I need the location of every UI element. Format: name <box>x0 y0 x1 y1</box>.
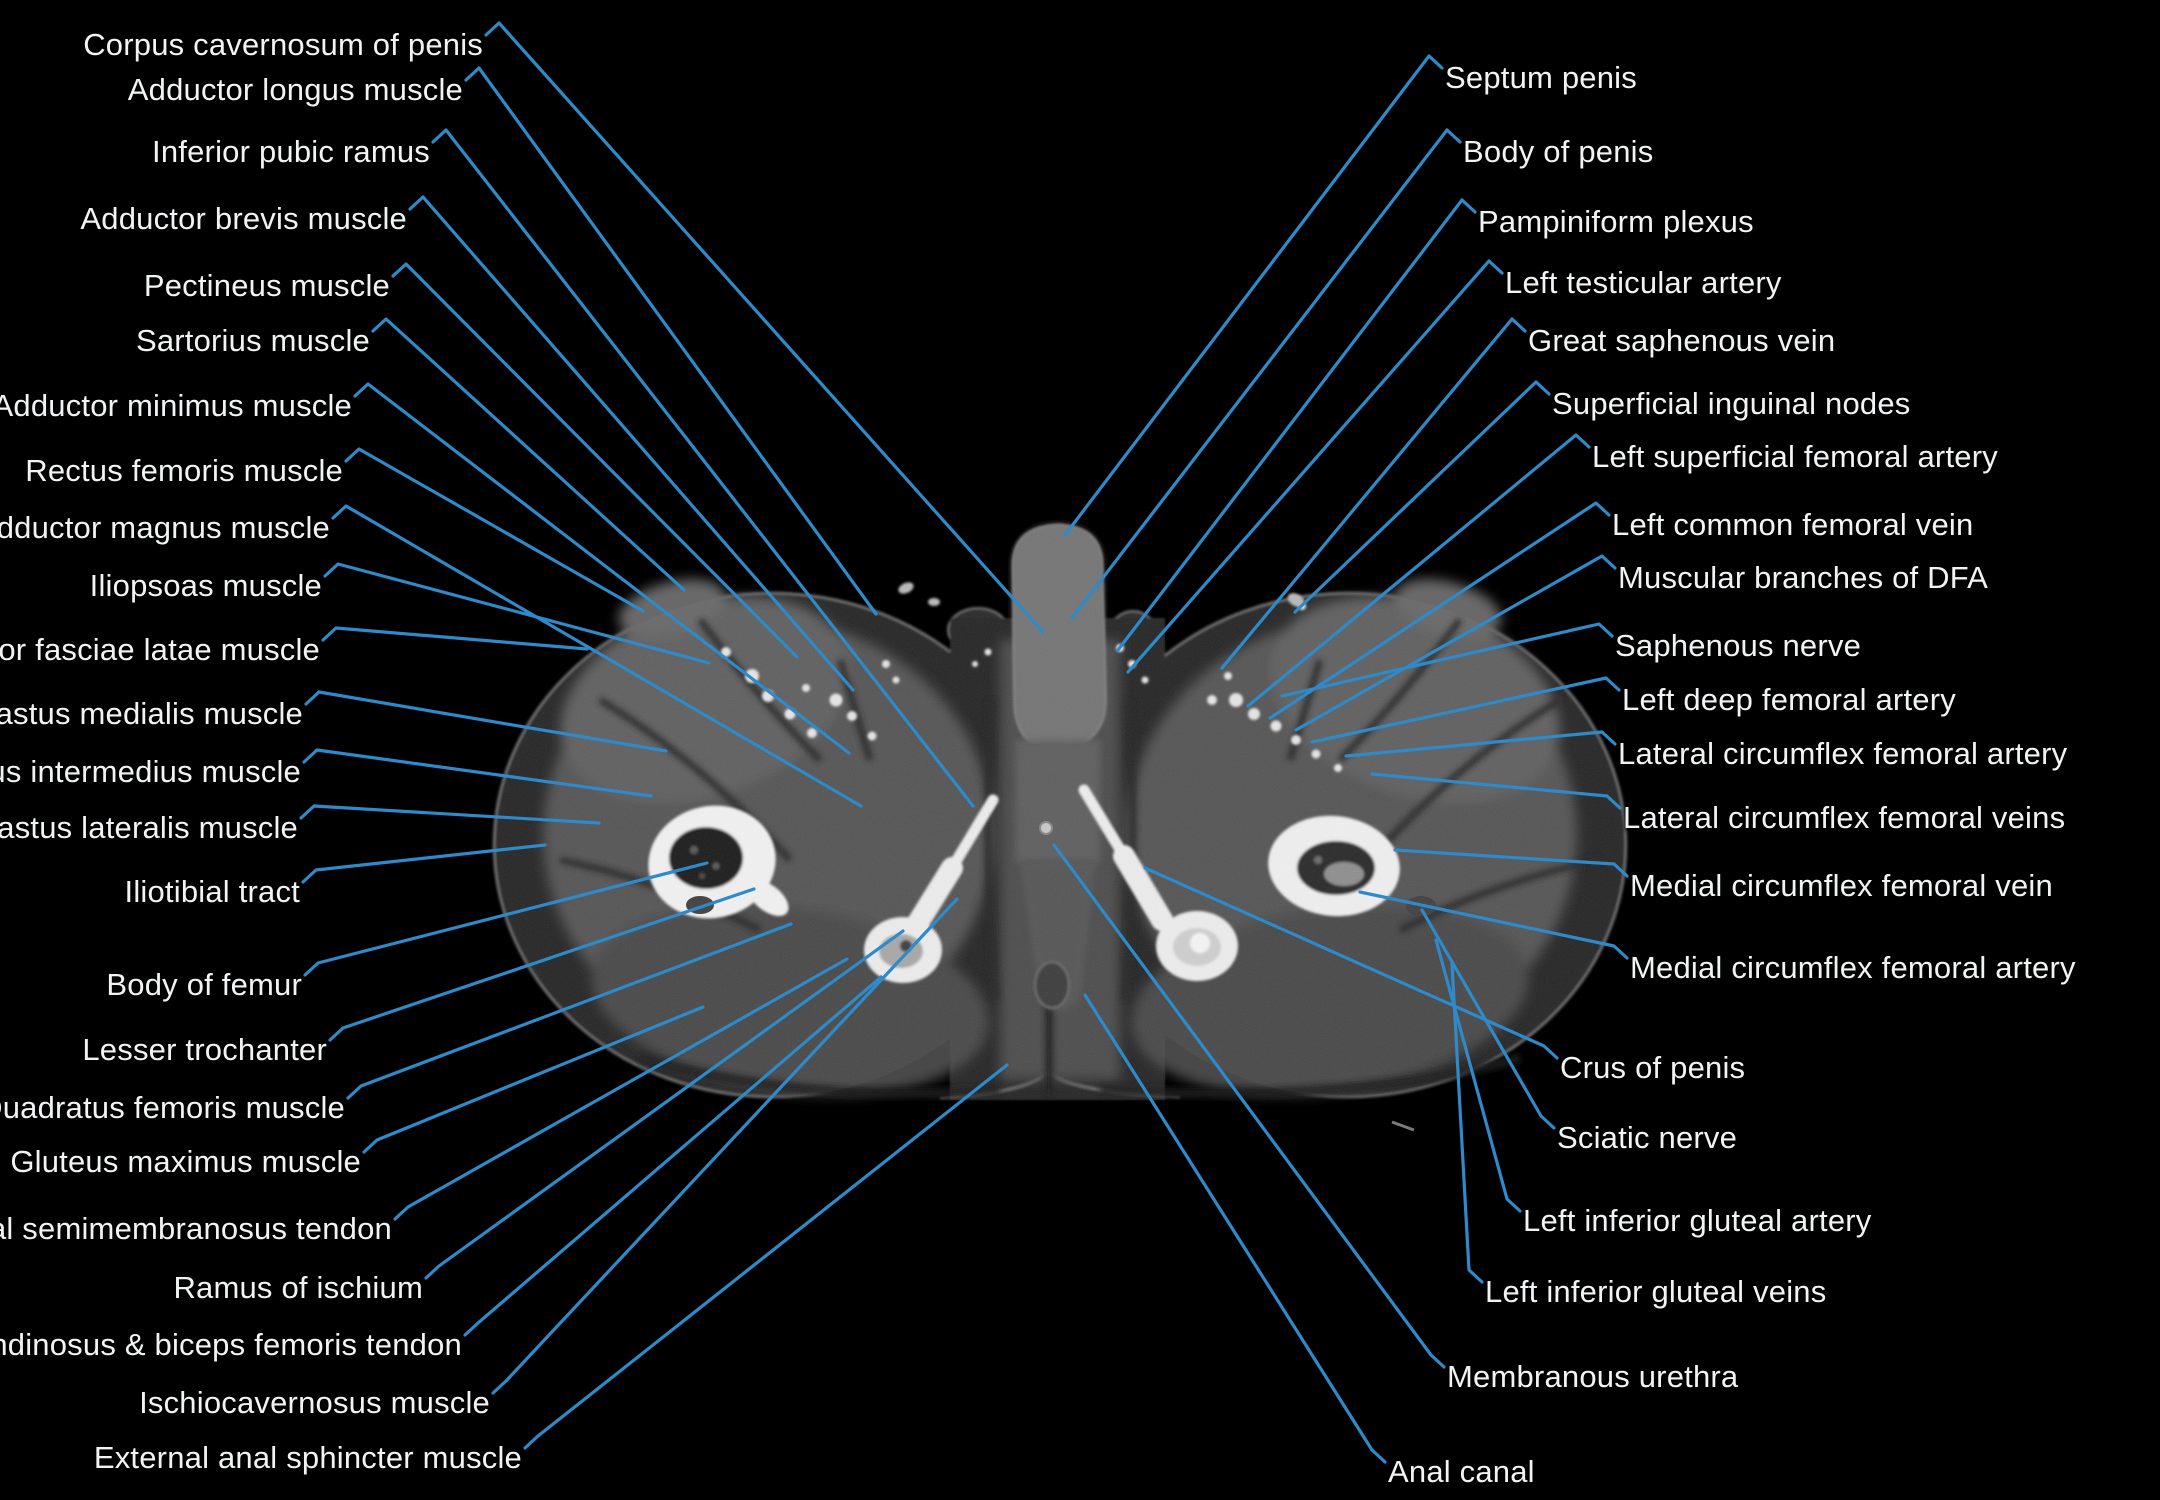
leader-line-body-of-penis <box>1070 128 1462 620</box>
leader-line-pampiniform-plexus <box>1116 198 1477 652</box>
adductor-brevis-muscle-label: Adductor brevis muscle <box>80 201 407 236</box>
leader-line-left-inferior-gluteal-artery <box>1434 938 1522 1213</box>
leader-line-pectineus-muscle <box>391 262 799 659</box>
pampiniform-plexus-label: Pampiniform plexus <box>1478 204 1754 239</box>
left-deep-femoral-artery-label: Left deep femoral artery <box>1622 682 1956 717</box>
vastus-lateralis-muscle-label: Vastus lateralis muscle <box>0 810 298 845</box>
ct-body <box>492 520 1628 1132</box>
leader-line-adductor-minimus-muscle <box>353 382 851 755</box>
leader-line-tensor-fasciae-latae-muscle <box>321 626 589 651</box>
leader-line-rectus-femoris-muscle <box>344 447 645 613</box>
great-saphenous-vein-label: Great saphenous vein <box>1528 323 1836 358</box>
leader-line-medial-circumflex-femoral-artery <box>1358 890 1629 960</box>
medial-circumflex-femoral-vein-label: Medial circumflex femoral vein <box>1630 868 2053 903</box>
lesser-trochanter-label: Lesser trochanter <box>82 1032 327 1067</box>
quadratus-femoris-muscle-label: Quadratus femoris muscle <box>0 1090 345 1125</box>
leader-line-lateral-circumflex-femoral-veins <box>1370 772 1622 810</box>
leader-line-medial-circumflex-femoral-vein <box>1393 848 1629 878</box>
saphenous-nerve-label: Saphenous nerve <box>1615 628 1862 663</box>
leader-lines <box>299 21 1629 1464</box>
ischiocavernosus-muscle-label: Ischiocavernosus muscle <box>139 1385 490 1420</box>
left-inferior-gluteal-veins-label: Left inferior gluteal veins <box>1485 1274 1827 1309</box>
corpus-cavernosum-of-penis-label: Corpus cavernosum of penis <box>83 27 483 62</box>
leader-line-membranous-urethra <box>1052 843 1446 1369</box>
adductor-minimus-muscle-label: Adductor minimus muscle <box>0 388 352 423</box>
adductor-magnus-muscle-label: Adductor magnus muscle <box>0 510 330 545</box>
leader-line-body-of-femur <box>303 861 709 977</box>
leader-line-septum-penis <box>1063 54 1444 537</box>
sartorius-muscle-label: Sartorius muscle <box>135 323 370 358</box>
leader-line-saphenous-nerve <box>1280 622 1614 698</box>
leader-line-gluteus-maximus-muscle <box>362 1005 705 1154</box>
leader-line-inferior-pubic-ramus <box>431 128 975 808</box>
superficial-inguinal-nodes-label: Superficial inguinal nodes <box>1552 386 1911 421</box>
sciatic-nerve-label: Sciatic nerve <box>1557 1120 1738 1155</box>
pectineus-muscle-label: Pectineus muscle <box>143 268 390 303</box>
left-common-femoral-vein-label: Left common femoral vein <box>1612 507 1974 542</box>
leader-line-left-testicular-artery <box>1126 259 1504 674</box>
inferior-pubic-ramus-label: Inferior pubic ramus <box>152 134 430 169</box>
proximal-semimembranosus-tendon-label: Proximal semimembranosus tendon <box>0 1211 392 1246</box>
leader-line-semitendinosus-biceps-femoris-tendon <box>463 975 883 1337</box>
gluteus-maximus-muscle-label: Gluteus maximus muscle <box>10 1144 361 1179</box>
leader-line-lesser-trochanter <box>328 887 756 1042</box>
medial-circumflex-femoral-artery-label: Medial circumflex femoral artery <box>1630 950 2076 985</box>
lateral-circumflex-femoral-veins-label: Lateral circumflex femoral veins <box>1623 800 2066 835</box>
vastus-medialis-muscle-label: Vastus medialis muscle <box>0 696 303 731</box>
muscular-branches-of-dfa-label: Muscular branches of DFA <box>1618 560 1989 595</box>
leader-line-iliotibial-tract <box>301 843 547 884</box>
left-inferior-gluteal-artery-label: Left inferior gluteal artery <box>1523 1203 1872 1238</box>
leader-line-proximal-semimembranosus-tendon <box>393 957 849 1221</box>
crus-of-penis-label: Crus of penis <box>1560 1050 1746 1085</box>
leader-line-vastus-lateralis-muscle <box>299 804 601 825</box>
leader-line-external-anal-sphincter-muscle <box>523 1063 1009 1450</box>
leader-line-adductor-magnus-muscle <box>331 504 863 808</box>
leader-line-vastus-intermedius-muscle <box>302 748 653 798</box>
ct-skin-fold-artifact <box>1391 1120 1415 1132</box>
leader-line-ramus-of-ischium <box>424 929 905 1280</box>
leader-line-great-saphenous-vein <box>1220 317 1527 670</box>
leader-line-left-deep-femoral-artery <box>1310 676 1621 744</box>
iliopsoas-muscle-label: Iliopsoas muscle <box>89 568 322 603</box>
leader-line-crus-of-penis <box>1143 866 1559 1060</box>
leader-line-quadratus-femoris-muscle <box>346 922 793 1100</box>
body-of-penis-label: Body of penis <box>1463 134 1654 169</box>
vastus-intermedius-muscle-label: Vastus intermedius muscle <box>0 754 301 789</box>
membranous-urethra-label: Membranous urethra <box>1447 1359 1739 1394</box>
leader-line-adductor-longus-muscle <box>464 66 878 616</box>
left-testicular-artery-label: Left testicular artery <box>1505 265 1782 300</box>
leader-line-corpus-cavernosum-of-penis <box>484 21 1045 634</box>
leader-line-left-common-femoral-vein <box>1268 501 1611 720</box>
tensor-fasciae-latae-muscle-label: Tensor fasciae latae muscle <box>0 632 320 667</box>
septum-penis-label: Septum penis <box>1445 60 1637 95</box>
body-of-femur-label: Body of femur <box>106 967 302 1002</box>
leader-line-left-inferior-gluteal-veins <box>1450 962 1484 1284</box>
semitendinosus-biceps-femoris-tendon-label: Semitendinosus & biceps femoris tendon <box>0 1327 462 1362</box>
leader-line-left-superficial-femoral-artery <box>1246 433 1591 708</box>
leader-line-iliopsoas-muscle <box>323 562 711 665</box>
lateral-circumflex-femoral-artery-label: Lateral circumflex femoral artery <box>1618 736 2068 771</box>
leader-line-lateral-circumflex-femoral-artery <box>1344 730 1617 758</box>
leader-line-adductor-brevis-muscle <box>408 195 855 692</box>
external-anal-sphincter-muscle-label: External anal sphincter muscle <box>93 1440 522 1475</box>
leader-line-muscular-branches-of-dfa <box>1294 554 1617 732</box>
leader-line-anal-canal <box>1083 993 1387 1464</box>
left-superficial-femoral-artery-label: Left superficial femoral artery <box>1592 439 1998 474</box>
leader-line-ischiocavernosus-muscle <box>491 897 959 1395</box>
adductor-longus-muscle-label: Adductor longus muscle <box>127 72 463 107</box>
leader-line-superficial-inguinal-nodes <box>1293 380 1551 614</box>
anal-canal-label: Anal canal <box>1388 1454 1535 1489</box>
rectus-femoris-muscle-label: Rectus femoris muscle <box>25 453 343 488</box>
leader-line-sciatic-nerve <box>1420 908 1556 1130</box>
ct-grain <box>494 520 1626 1100</box>
ramus-of-ischium-label: Ramus of ischium <box>173 1270 423 1305</box>
leader-line-vastus-medialis-muscle <box>304 690 668 753</box>
leader-line-sartorius-muscle <box>371 317 686 592</box>
iliotibial-tract-label: Iliotibial tract <box>124 874 300 909</box>
